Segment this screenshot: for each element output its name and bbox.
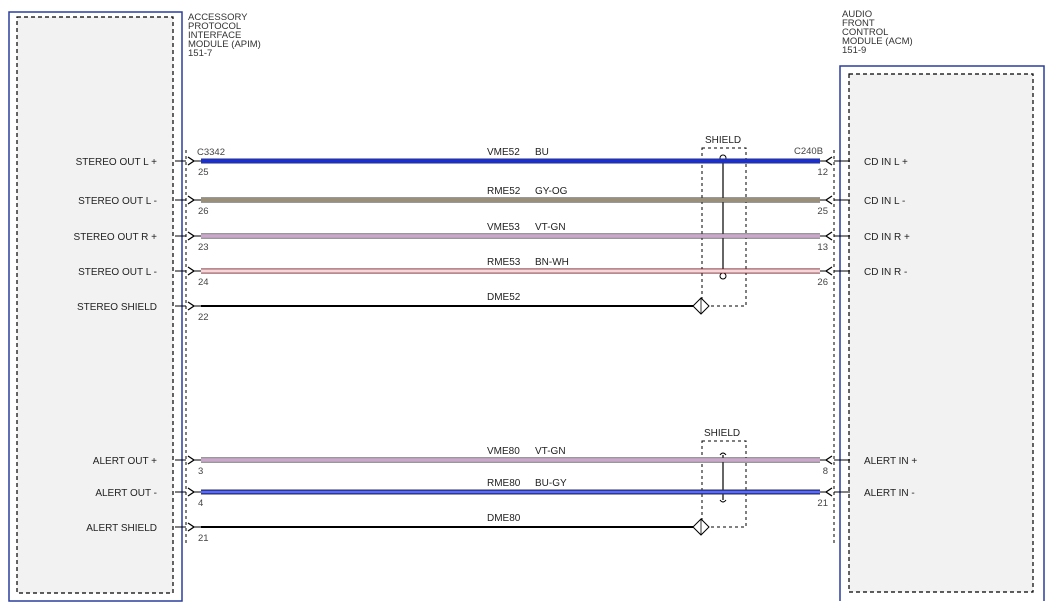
wire-0-left-label: STEREO OUT L +: [76, 157, 158, 168]
acm-title-line-1: AUDIO: [842, 9, 872, 20]
wire-6-left-label: ALERT OUT -: [95, 488, 157, 499]
wire-6-color-code: BU-GY: [535, 478, 567, 489]
apim-title-line-1: ACCESSORY: [188, 12, 248, 23]
shield-twist-alert-top: [719, 452, 727, 456]
wire-6-right-label: ALERT IN -: [864, 488, 915, 499]
wire-0-circuit: VME52: [487, 147, 520, 158]
wire-2-right-pin: 13: [817, 242, 828, 253]
acm-title-line-5: 151-9: [842, 45, 866, 56]
wire-0-right-pin: 12: [817, 167, 828, 178]
shield-box-alert: [701, 440, 747, 528]
wire-0-right-terminal-icon: [824, 156, 833, 166]
wire-5-color-code: VT-GN: [535, 446, 566, 457]
wire-4-left-pin: 22: [198, 312, 209, 323]
wire-2-circuit: VME53: [487, 222, 520, 233]
wire-3-left-pin: 24: [198, 277, 209, 288]
wire-4-left-terminal-icon: [187, 301, 196, 311]
wire-6-left-terminal-icon: [187, 487, 196, 497]
wire-2-left-pin: 23: [198, 242, 209, 253]
apim-title-line-5: 151-7: [188, 48, 212, 59]
wire-4-circuit: DME52: [487, 292, 521, 303]
acm-title-line-2: FRONT: [842, 18, 875, 29]
apim-connector-id: C3342: [197, 147, 225, 158]
wire-3-right-terminal-icon: [824, 266, 833, 276]
wire-3-left-terminal-icon: [187, 266, 196, 276]
wire-5-left-terminal-icon: [187, 455, 196, 465]
wire-6-left-pin: 4: [198, 498, 203, 509]
wire-3-color-code: BN-WH: [535, 257, 569, 268]
wire-3-right-pin: 26: [817, 277, 828, 288]
wire-3-left-label: STEREO OUT L -: [78, 267, 157, 278]
wire-6-right-pin: 21: [817, 498, 828, 509]
shield-twist-node-stereo-bottom: [719, 272, 727, 280]
acm-title: AUDIO FRONT CONTROL MODULE (ACM) 151-9: [842, 9, 913, 56]
wire-1-color-code: GY-OG: [535, 186, 568, 197]
apim-title-line-2: PROTOCOL: [188, 21, 241, 32]
wire-7-circuit: DME80: [487, 513, 521, 524]
wire-2-right-label: CD IN R +: [864, 232, 910, 243]
wire-1-right-terminal-icon: [824, 195, 833, 205]
apim-title: ACCESSORY PROTOCOL INTERFACE MODULE (API…: [188, 12, 261, 59]
wire-0-right-label: CD IN L +: [864, 157, 908, 168]
apim-title-line-4: MODULE (APIM): [188, 39, 261, 50]
wire-7-left-pin: 21: [198, 533, 209, 544]
wire-3-right-label: CD IN R -: [864, 267, 907, 278]
wire-0-color-code: BU: [535, 147, 549, 158]
wire-2-left-terminal-icon: [187, 231, 196, 241]
apim-title-line-3: INTERFACE: [188, 30, 241, 41]
wire-6-right-terminal-icon: [824, 487, 833, 497]
wire-7-left-terminal-icon: [187, 522, 196, 532]
wire-1-circuit: RME52: [487, 186, 521, 197]
wire-2-left-label: STEREO OUT R +: [74, 232, 158, 243]
wire-3-circuit: RME53: [487, 257, 521, 268]
wire-0-left-terminal-icon: [187, 156, 196, 166]
wire-5-left-pin: 3: [198, 466, 203, 477]
wire-0-left-pin: 25: [198, 167, 209, 178]
shield-label-alert: SHIELD: [704, 428, 740, 439]
wire-7-left-label: ALERT SHIELD: [86, 523, 157, 534]
wire-1-left-label: STEREO OUT L -: [78, 196, 157, 207]
wire-2-right-terminal-icon: [824, 231, 833, 241]
wire-5-right-terminal-icon: [824, 455, 833, 465]
wire-5-right-pin: 8: [823, 466, 828, 477]
acm-module-outline: [839, 65, 1045, 601]
shield-box-stereo: [701, 147, 747, 307]
wire-6-circuit: RME80: [487, 478, 521, 489]
acm-title-line-3: CONTROL: [842, 27, 888, 38]
acm-connector-id: C240B: [794, 146, 823, 157]
wire-5-circuit: VME80: [487, 446, 520, 457]
shield-label-stereo: SHIELD: [705, 135, 741, 146]
wire-1-right-label: CD IN L -: [864, 196, 905, 207]
wire-1-left-terminal-icon: [187, 195, 196, 205]
acm-title-line-4: MODULE (ACM): [842, 36, 913, 47]
wire-2-color-code: VT-GN: [535, 222, 566, 233]
wire-1-right-pin: 25: [817, 206, 828, 217]
wire-5-right-label: ALERT IN +: [864, 456, 917, 467]
acm-module-inner: [848, 73, 1034, 593]
shield-twist-alert-bottom: [719, 499, 727, 503]
wire-5-left-label: ALERT OUT +: [93, 456, 157, 467]
wire-4-left-label: STEREO SHIELD: [77, 302, 157, 313]
apim-module-inner: [16, 16, 174, 594]
wire-1-left-pin: 26: [198, 206, 209, 217]
